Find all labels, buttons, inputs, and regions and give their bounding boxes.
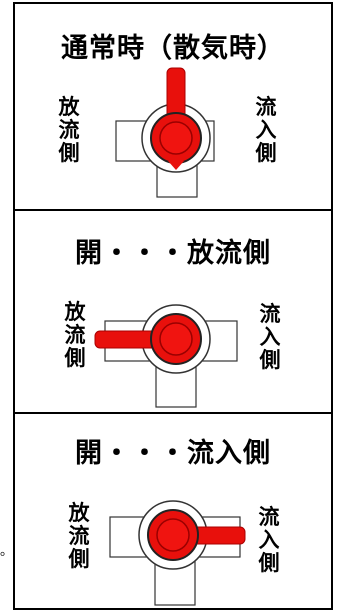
inflow-side-label: 流 入 側 [255,95,277,165]
panel-open-inflow: 開・・・流入側 放 流 側 流 入 側 [15,412,331,610]
panel-title: 開・・・放流側 [75,238,271,269]
discharge-side-label: 放 流 側 [64,300,86,370]
three-way-valve-icon [109,500,246,606]
valve-knob-center [159,121,193,155]
inflow-side-label: 流 入 側 [258,505,280,575]
three-way-valve-icon [94,304,238,408]
discharge-side-label: 放 流 側 [58,95,80,165]
panel-title: 通常時（散気時） [61,33,285,64]
panel-title: 開・・・流入側 [75,438,271,469]
panel-normal: 通常時（散気時） 放 流 側 流 入 側 [15,4,331,209]
discharge-side-label: 放 流 側 [68,501,90,571]
valve-diagram-frame: 通常時（散気時） 放 流 側 流 入 側 開・・・放流側 放 流 側 [13,2,333,610]
panel-open-discharge: 開・・・放流側 放 流 側 流 入 側 [15,209,331,412]
stray-mark: 。 [0,544,14,559]
three-way-valve-icon [115,67,215,198]
valve-pointer [168,161,184,170]
valve-knob-center [156,518,190,552]
inflow-side-label: 流 入 側 [259,302,281,372]
valve-knob-center [159,322,193,356]
